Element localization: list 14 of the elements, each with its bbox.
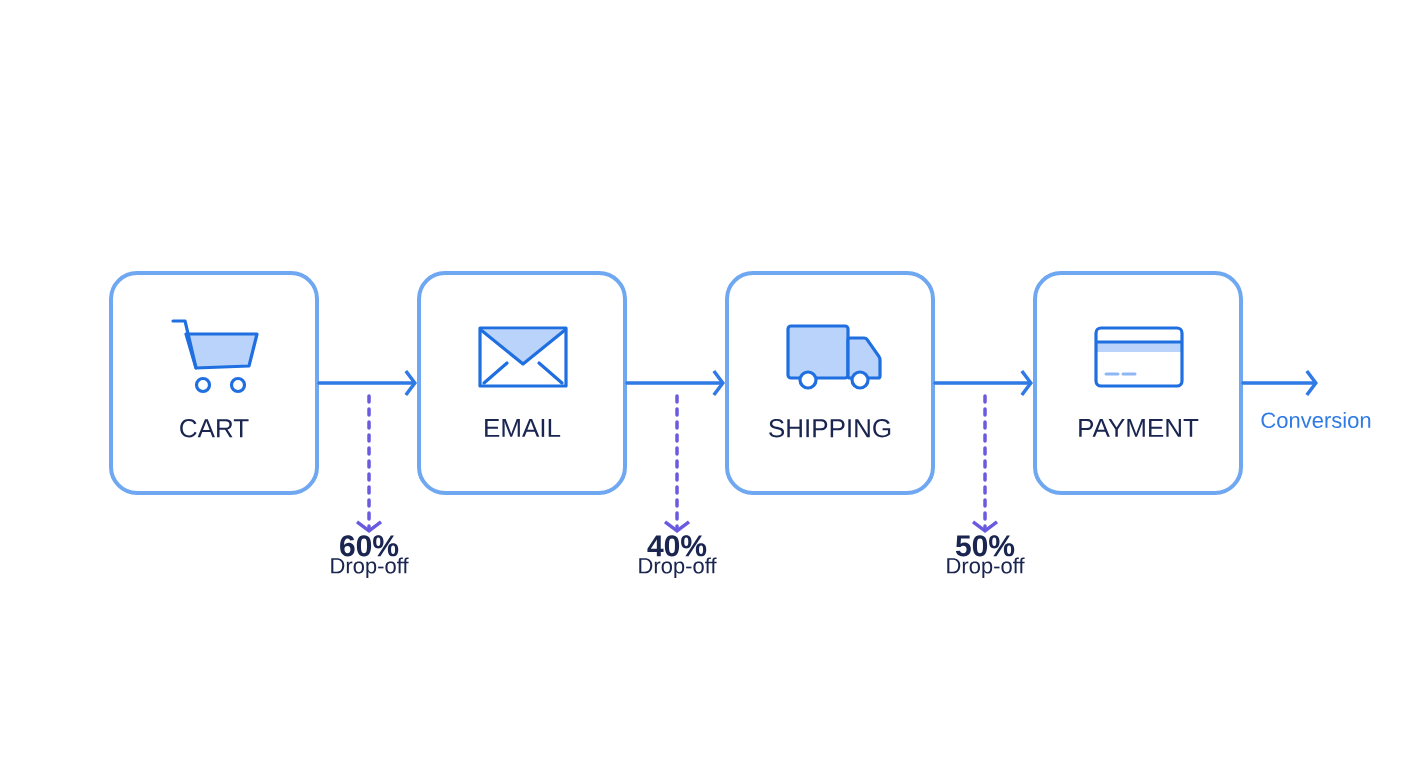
flow-arrow <box>933 369 1033 397</box>
step-box: EMAIL <box>417 271 627 495</box>
edge-label: Conversion <box>1258 409 1374 431</box>
drop-off-label: 60% Drop-off <box>331 535 409 578</box>
flow-arrow <box>1241 369 1318 397</box>
drop-off-arrow <box>663 394 691 533</box>
drop-off-arrow <box>971 394 999 533</box>
flow-arrow <box>317 369 417 397</box>
drop-off-label: 40% Drop-off <box>639 535 717 578</box>
drop-off-arrow <box>355 394 383 533</box>
flow-arrow <box>625 369 725 397</box>
drop-off-label: 50% Drop-off <box>947 535 1025 578</box>
step-box: PAYMENT <box>1033 271 1243 495</box>
step-box: CART <box>109 271 319 495</box>
